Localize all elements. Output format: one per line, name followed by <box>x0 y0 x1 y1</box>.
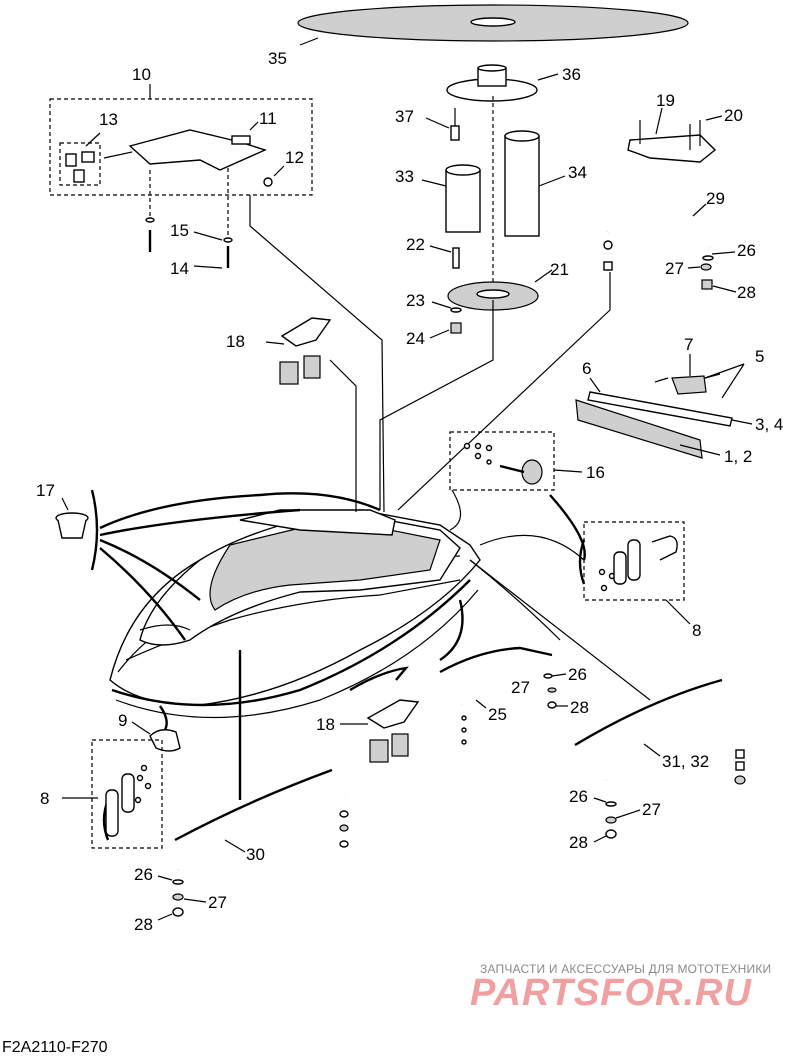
callout-26-d: 26 <box>134 865 153 884</box>
callout-29: 29 <box>706 189 725 208</box>
callout-33: 33 <box>395 167 414 186</box>
callout-26-b: 26 <box>568 665 587 684</box>
part-33-pipe: 33 <box>395 164 481 233</box>
part-28-nut-b: 28 <box>547 698 589 717</box>
part-10-bracket-group: 10 13 11 12 <box>49 65 313 196</box>
part-26-washer-c: 26 <box>569 787 617 807</box>
part-16-speaker-kit: 16 <box>449 431 605 491</box>
part-29-grab-rail: 29 <box>603 189 725 271</box>
callout-28-a: 28 <box>737 283 756 302</box>
part-28-nut-c: 28 <box>569 829 617 852</box>
callout-21: 21 <box>550 260 569 279</box>
part-27-washer-c: 27 <box>605 800 661 824</box>
callout-30: 30 <box>246 845 265 864</box>
callout-16: 16 <box>586 463 605 482</box>
part-23-washer: 23 <box>406 291 462 313</box>
part-30-rail: 30 <box>174 768 349 871</box>
part-27-washer: 27 <box>665 259 712 278</box>
callout-26-a: 26 <box>737 241 756 260</box>
part-6-bracket: 6 <box>582 359 601 393</box>
watermark-brand: PARTSFOR.RU <box>470 972 752 1014</box>
part-24-nut: 24 <box>406 322 462 348</box>
part-18-cleat-top: 18 <box>226 317 332 385</box>
part-35-cover: 35 <box>268 4 689 68</box>
callout-28-b: 28 <box>570 698 589 717</box>
part-20-bolt: 20 <box>689 106 743 150</box>
callout-28-d: 28 <box>134 915 153 934</box>
part-7-plate: 7 <box>671 335 707 395</box>
callout-7: 7 <box>684 335 693 354</box>
callout-6: 6 <box>582 359 591 378</box>
callout-24: 24 <box>406 329 425 348</box>
diagram-code: F2A2110-F270 <box>2 1039 108 1056</box>
callout-31-32: 31, 32 <box>662 752 709 771</box>
part-36-top-plate: 36 <box>446 64 581 102</box>
part-27-washer-d: 27 <box>172 893 227 912</box>
callout-8-left: 8 <box>40 789 49 808</box>
callout-28-c: 28 <box>569 833 588 852</box>
callout-27-d: 27 <box>208 893 227 912</box>
part-22-bolt: 22 <box>406 235 460 269</box>
callout-14: 14 <box>170 259 189 278</box>
part-31-32-rail: 31, 32 <box>574 678 749 785</box>
part-14-screw: 14 <box>148 230 230 278</box>
callout-18-a: 18 <box>226 332 245 351</box>
callout-23: 23 <box>406 291 425 310</box>
part-3-4-rail: 3, 4 <box>731 415 783 434</box>
callout-10: 10 <box>132 65 151 84</box>
part-27-washer-b: 27 <box>511 678 557 697</box>
callout-20: 20 <box>724 106 743 125</box>
callout-3-4: 3, 4 <box>755 415 783 434</box>
callout-13: 13 <box>99 110 118 129</box>
leader-lines <box>99 195 651 800</box>
part-26-washer: 26 <box>702 241 756 261</box>
callout-9: 9 <box>118 711 127 730</box>
part-21-base-plate: 21 <box>447 260 569 311</box>
callout-19: 19 <box>656 91 675 110</box>
callout-36: 36 <box>562 65 581 84</box>
part-34-pipe: 34 <box>504 130 587 237</box>
part-9-bow-eye: 9 <box>118 705 181 752</box>
part-37-bolt: 37 <box>395 107 460 141</box>
callout-26-c: 26 <box>569 787 588 806</box>
callout-25: 25 <box>488 705 507 724</box>
callout-12: 12 <box>285 148 304 167</box>
watermark-tagline: ЗАПЧАСТИ И АКСЕССУАРЫ ДЛЯ МОТОТЕХНИКИ <box>480 962 772 976</box>
callout-35: 35 <box>268 49 287 68</box>
part-18-cleat-bottom: 18 <box>316 666 420 763</box>
part-26-washer-b: 26 <box>543 665 587 684</box>
callout-1-2: 1, 2 <box>724 447 752 466</box>
callout-27-a: 27 <box>665 259 684 278</box>
part-28-nut-d: 28 <box>134 907 184 934</box>
callout-27-c: 27 <box>642 800 661 819</box>
callout-5: 5 <box>755 347 764 366</box>
callout-18-b: 18 <box>316 715 335 734</box>
part-8-tow-eye-kit-right: 8 <box>578 521 701 640</box>
callout-8-right: 8 <box>692 621 701 640</box>
part-25-rail: 25 <box>439 646 553 745</box>
callout-37: 37 <box>395 107 414 126</box>
part-19-bracket: 19 <box>627 91 717 163</box>
part-8-tow-eye-kit-left: 8 <box>40 739 163 849</box>
callout-15: 15 <box>170 221 189 240</box>
part-17-cup-holder: 17 <box>36 481 89 539</box>
part-1-2-rail-channel: 1, 2 <box>575 391 752 466</box>
callout-11: 11 <box>259 109 277 128</box>
part-15-washer: 15 <box>145 217 233 243</box>
part-5-screws: 5 <box>654 347 764 399</box>
callout-22: 22 <box>406 235 425 254</box>
boat-hull <box>109 509 481 719</box>
callout-27-b: 27 <box>511 678 530 697</box>
part-28-nut: 28 <box>701 279 756 302</box>
callout-34: 34 <box>568 163 587 182</box>
part-26-washer-d: 26 <box>134 865 184 885</box>
callout-17: 17 <box>36 481 55 500</box>
